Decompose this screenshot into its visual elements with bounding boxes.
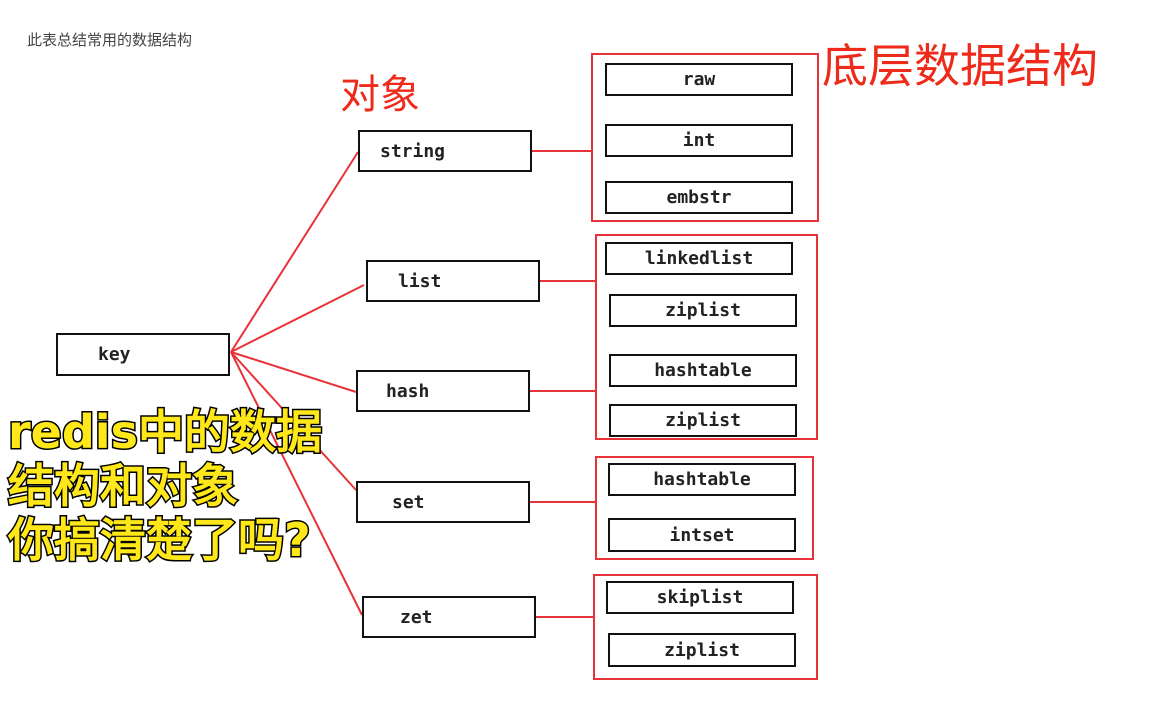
caption-line-1: redis中的数据结构和对象: [7, 404, 324, 515]
line-key-hash: [230, 351, 357, 393]
structure-hashtable: hashtable: [608, 463, 796, 496]
structure-hashtable: hashtable: [609, 354, 797, 387]
line-key-string: [230, 151, 359, 353]
object-list: list: [366, 260, 540, 302]
objects-label: 对象: [340, 72, 420, 118]
structure-raw: raw: [605, 63, 793, 96]
structures-label: 底层数据结构: [822, 39, 1098, 93]
structure-embstr: embstr: [605, 181, 793, 214]
set-structures-group: [595, 456, 814, 560]
structure-linkedlist: linkedlist: [605, 242, 793, 275]
structure-intset: intset: [608, 518, 796, 552]
page-title: 此表总结常用的数据结构: [27, 31, 193, 49]
video-caption: redis中的数据结构和对象 你搞清楚了吗?: [7, 404, 348, 569]
string-structures-group: [591, 53, 819, 222]
structure-skiplist: skiplist: [606, 581, 794, 614]
key-box: key: [56, 333, 230, 376]
line-key-zet: [230, 351, 363, 616]
caption-line-2: 你搞清楚了吗?: [7, 512, 313, 569]
list-hash-structures-group: [595, 234, 818, 440]
line-key-list: [230, 284, 365, 353]
object-zet: zet: [362, 596, 536, 638]
object-set: set: [356, 481, 530, 523]
zet-structures-group: [593, 574, 818, 680]
structure-ziplist: ziplist: [609, 404, 797, 437]
structure-ziplist: ziplist: [609, 294, 797, 327]
line-key-set: [230, 351, 357, 491]
structure-int: int: [605, 124, 793, 157]
structure-ziplist: ziplist: [608, 633, 796, 667]
object-string: string: [358, 130, 532, 172]
object-hash: hash: [356, 370, 530, 412]
